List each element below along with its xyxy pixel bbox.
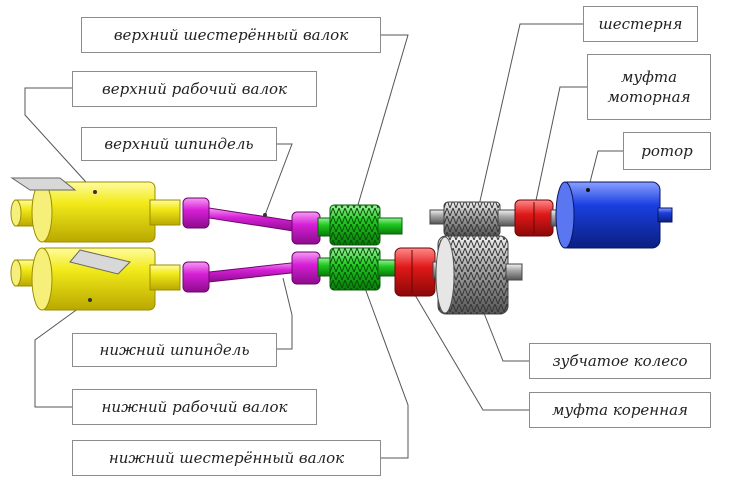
lower-spindle	[183, 252, 320, 292]
lower-gear-roll	[318, 248, 398, 290]
label-lower-work-roll: нижний рабочий валок	[72, 389, 317, 425]
label-lower-gear-roll: нижний шестерённый валок	[72, 440, 381, 476]
pinion	[430, 202, 516, 236]
upper-gear-roll	[318, 205, 402, 245]
gear-wheel	[436, 236, 522, 314]
upper-work-roll	[11, 182, 180, 242]
label-upper-work-roll: верхний рабочий валок	[72, 71, 317, 107]
label-pinion: шестерня	[583, 6, 698, 42]
label-upper-spindle: верхний шпиндель	[81, 127, 277, 161]
label-upper-gear-roll: верхний шестерённый валок	[81, 17, 381, 53]
rotor-body	[556, 182, 672, 248]
label-lower-spindle: нижний шпиндель	[72, 333, 277, 367]
upper-spindle	[183, 198, 320, 244]
label-rotor: ротор	[623, 132, 711, 170]
label-motor-coupling: муфта моторная	[587, 54, 711, 120]
label-motor-coupling-line1: муфта	[621, 67, 677, 87]
strip-entry	[12, 178, 75, 190]
label-motor-coupling-line2: моторная	[607, 87, 690, 107]
label-main-coupling: муфта коренная	[529, 392, 711, 428]
label-gear-wheel: зубчатое колесо	[529, 343, 711, 379]
